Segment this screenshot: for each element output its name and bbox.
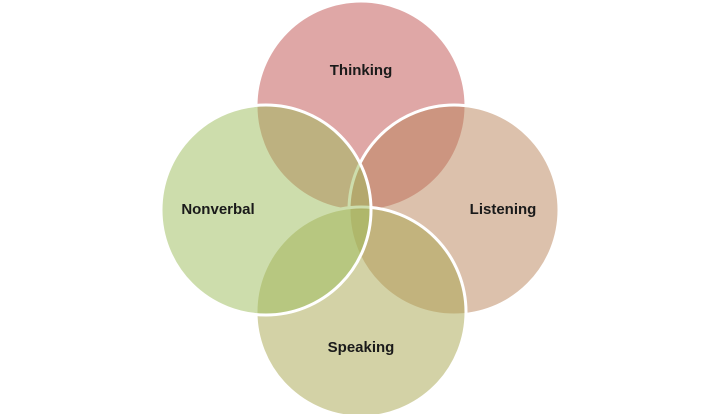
label-listening: Listening xyxy=(470,201,537,218)
label-nonverbal: Nonverbal xyxy=(181,201,254,218)
label-thinking: Thinking xyxy=(330,62,393,79)
label-speaking: Speaking xyxy=(328,339,395,356)
circle-nonverbal xyxy=(159,103,373,317)
